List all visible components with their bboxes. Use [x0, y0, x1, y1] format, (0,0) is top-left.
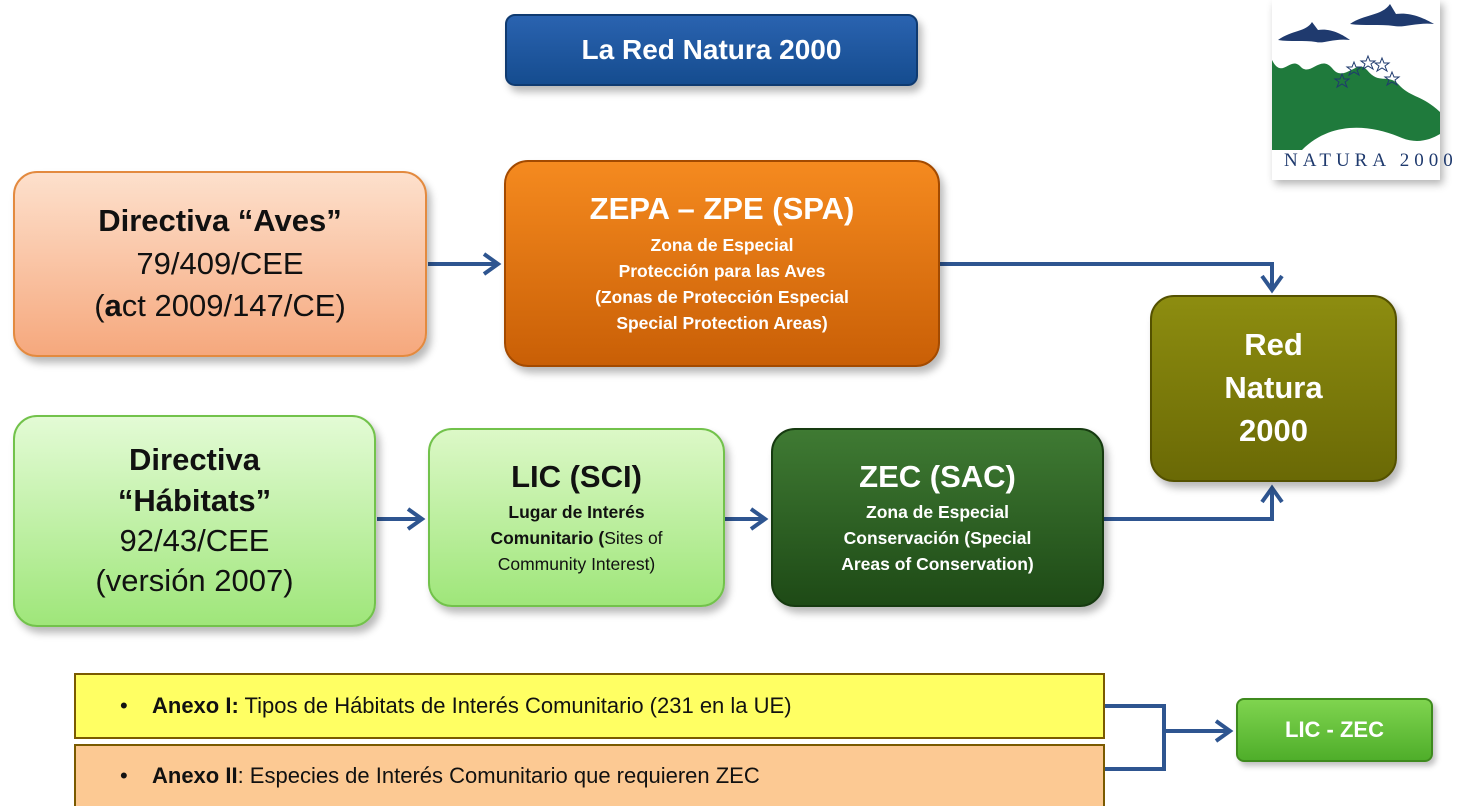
aves-update-open: ( [94, 288, 105, 324]
zepa-line: Zona de Especial [650, 234, 794, 255]
lic-zec-label: LIC - ZEC [1285, 717, 1384, 742]
red-natura-line: 2000 [1239, 412, 1308, 448]
anexo-i-desc: Tipos de Hábitats de Interés Comunitario… [238, 693, 792, 718]
habitats-line: “Hábitats” [117, 482, 272, 518]
zec-box: ZEC (SAC) Zona de Especial Conservación … [771, 428, 1104, 607]
zepa-heading: ZEPA – ZPE (SPA) [589, 191, 855, 227]
aves-code: 79/409/CEE [136, 245, 304, 281]
anexo-ii-desc: : Especies de Interés Comunitario que re… [237, 763, 760, 788]
bullet: • [120, 693, 128, 718]
lic-zec-box: LIC - ZEC [1236, 698, 1433, 762]
anexo-i-label: Anexo I: [152, 693, 239, 718]
arrowhead-anexos-liczec [1214, 719, 1234, 743]
aves-update: (act 2009/147/CE) [94, 285, 346, 327]
red-natura-line: Natura [1224, 370, 1323, 406]
lic-line-rest: Sites of [604, 527, 663, 548]
arrowhead-lic-zec [749, 507, 769, 531]
lic-line-bold: Comunitario ( [490, 527, 605, 548]
natura-logo-graphic [1272, 4, 1440, 150]
arrowhead-aves-zepa [482, 252, 502, 276]
zec-heading: ZEC (SAC) [859, 458, 1016, 494]
natura-2000-logo: NATURA 2000 [1272, 0, 1453, 180]
habitats-code: 92/43/CEE [119, 523, 270, 558]
habitats-version: (versión 2007) [95, 563, 294, 599]
page-title-text: La Red Natura 2000 [581, 34, 842, 65]
red-natura-line: Red [1244, 327, 1303, 363]
aves-update-bold: a [104, 288, 122, 324]
zec-line: Conservación (Special [843, 527, 1032, 548]
lic-box: LIC (SCI) Lugar de Interés Comunitario (… [428, 428, 725, 607]
directiva-habitats-box: Directiva “Hábitats” 92/43/CEE (versión … [13, 415, 376, 627]
directiva-aves-box: Directiva “Aves” 79/409/CEE (act 2009/14… [13, 171, 427, 357]
zepa-line: Protección para las Aves [618, 260, 826, 281]
arrowhead-zec-red [1260, 484, 1284, 504]
bracket-anexos [1105, 704, 1166, 771]
aves-update-rest: ct 2009/147/CE) [121, 288, 346, 324]
anexo-ii-label: Anexo II [152, 763, 238, 788]
anexo-ii-text: Anexo II: Especies de Interés Comunitari… [152, 763, 760, 789]
arrowhead-zepa-red [1260, 274, 1284, 294]
lic-line: Lugar de Interés [508, 501, 645, 522]
logo-text: NATURA 2000 [1284, 150, 1458, 171]
red-natura-box: Red Natura 2000 [1150, 295, 1397, 482]
page-title: La Red Natura 2000 [505, 14, 918, 86]
zepa-line: (Zonas de Protección Especial [595, 287, 849, 308]
zec-line: Zona de Especial [866, 501, 1009, 522]
anexo-i-row: • Anexo I: Tipos de Hábitats de Interés … [74, 673, 1105, 739]
anexo-i-text: Anexo I: Tipos de Hábitats de Interés Co… [152, 693, 792, 719]
arrow-zepa-red [940, 262, 1274, 288]
zepa-box: ZEPA – ZPE (SPA) Zona de Especial Protec… [504, 160, 940, 367]
habitats-line: Directiva [129, 442, 260, 478]
bullet: • [120, 763, 128, 788]
lic-heading: LIC (SCI) [511, 458, 642, 494]
lic-line: Comunitario (Sites of [490, 525, 662, 551]
lic-line: Community Interest) [497, 554, 656, 575]
arrow-zec-red [1104, 490, 1274, 521]
arrowhead-habitats-lic [406, 507, 426, 531]
zepa-line: Special Protection Areas) [616, 313, 828, 334]
aves-title: Directiva “Aves” [98, 203, 342, 239]
zec-line: Areas of Conservation) [841, 554, 1034, 575]
anexo-ii-row: • Anexo II: Especies de Interés Comunita… [74, 744, 1105, 806]
